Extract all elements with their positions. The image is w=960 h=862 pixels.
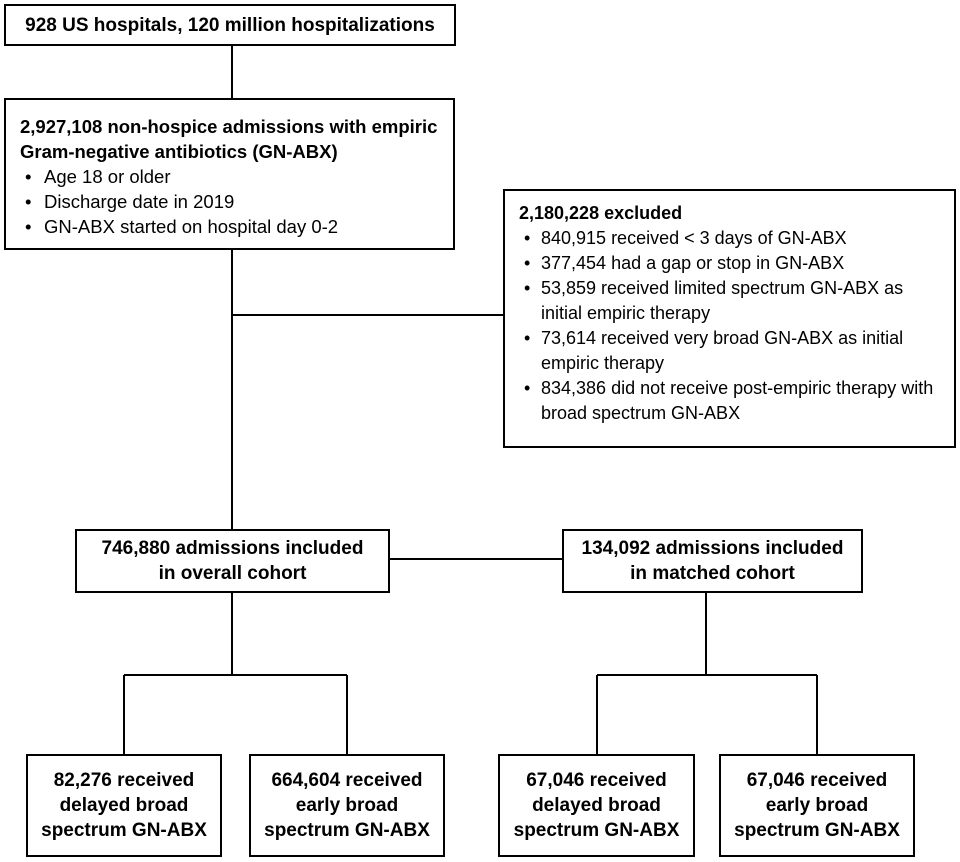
overall-cohort-line1: 746,880 admissions included: [101, 538, 364, 559]
outcome-line3: spectrum GN-ABX: [734, 820, 900, 841]
outcome-box-overall-delayed: 82,276 received delayed broad spectrum G…: [26, 754, 222, 857]
overall-cohort-box: 746,880 admissions included in overall c…: [75, 529, 390, 593]
outcome-line3: spectrum GN-ABX: [513, 820, 680, 841]
excluded-heading: 2,180,228 excluded: [519, 203, 683, 223]
exclusion-reason: 840,915 received < 3 days of GN-ABX: [519, 226, 944, 251]
matched-cohort-line2: in matched cohort: [630, 563, 795, 584]
outcome-line2: delayed broad: [59, 795, 189, 816]
outcome-line1: 67,046 received: [526, 770, 667, 791]
outcome-line2: delayed broad: [532, 795, 661, 816]
matched-cohort-line1: 134,092 admissions included: [581, 538, 844, 559]
exclusion-reason: 377,454 had a gap or stop in GN-ABX: [519, 251, 944, 276]
admissions-heading: 2,927,108 non-hospice admissions with em…: [20, 116, 438, 162]
hospitals-box: 928 US hospitals, 120 million hospitaliz…: [4, 4, 456, 46]
outcome-line1: 82,276 received: [53, 770, 195, 791]
exclusion-reason: 53,859 received limited spectrum GN-ABX …: [519, 276, 944, 326]
outcome-box-overall-early: 664,604 received early broad spectrum GN…: [249, 754, 445, 857]
matched-cohort-box: 134,092 admissions included in matched c…: [562, 529, 863, 593]
hospitals-text: 928 US hospitals, 120 million hospitaliz…: [25, 14, 435, 36]
inclusion-criteria-list: Age 18 or older Discharge date in 2019 G…: [20, 164, 439, 239]
excluded-box: 2,180,228 excluded 840,915 received < 3 …: [503, 189, 956, 448]
outcome-line2: early broad: [295, 795, 399, 816]
inclusion-criterion: Age 18 or older: [20, 164, 439, 189]
outcome-line3: spectrum GN-ABX: [41, 820, 207, 841]
exclusion-reasons-list: 840,915 received < 3 days of GN-ABX 377,…: [519, 226, 944, 426]
overall-cohort-line2: in overall cohort: [158, 563, 307, 584]
outcome-line1: 664,604 received: [271, 770, 423, 791]
exclusion-reason: 73,614 received very broad GN-ABX as ini…: [519, 326, 944, 376]
outcome-box-matched-early: 67,046 received early broad spectrum GN-…: [719, 754, 915, 857]
outcome-box-matched-delayed: 67,046 received delayed broad spectrum G…: [498, 754, 695, 857]
inclusion-criterion: GN-ABX started on hospital day 0-2: [20, 214, 439, 239]
admissions-box: 2,927,108 non-hospice admissions with em…: [4, 98, 455, 250]
inclusion-criterion: Discharge date in 2019: [20, 189, 439, 214]
outcome-line1: 67,046 received: [746, 770, 888, 791]
outcome-line3: spectrum GN-ABX: [264, 820, 430, 841]
exclusion-reason: 834,386 did not receive post-empiric the…: [519, 376, 944, 426]
outcome-line2: early broad: [765, 795, 869, 816]
